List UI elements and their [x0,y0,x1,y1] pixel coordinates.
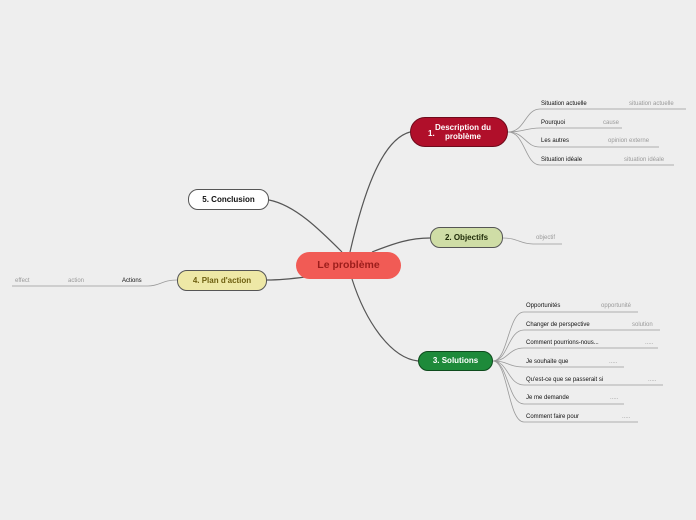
solutions-item-label[interactable]: Je souhaite que [526,359,569,365]
description-item-value[interactable]: situation idéale [624,157,665,163]
topic-solutions-label: 3. Solutions [432,356,479,366]
solutions-item-label[interactable]: Opportunités [526,303,561,309]
description-item-value[interactable]: situation actuelle [629,101,674,107]
solutions-item-label[interactable]: Qu'est-ce que se passerait si [526,377,604,383]
description-item-label[interactable]: Situation actuelle [541,101,587,107]
topic-conclusion[interactable]: 5. Conclusion [188,189,269,210]
description-item-label[interactable]: Les autres [541,138,570,144]
plan-item-label[interactable]: Actions [122,278,142,284]
solutions-item-value[interactable]: ..... [622,414,631,420]
description-item-value[interactable]: cause [603,120,620,126]
central-topic[interactable]: Le problème [296,252,401,279]
solutions-item-value[interactable]: solution [632,322,653,328]
topic-conclusion-label: 5. Conclusion [202,194,255,204]
description-item-label[interactable]: Situation idéale [541,157,583,163]
description-item-label[interactable]: Pourquoi [541,120,566,126]
topic-objectifs-label: 2. Objectifs [444,232,489,242]
topic-objectifs[interactable]: 2. Objectifs [430,227,503,248]
solutions-item-value[interactable]: ..... [645,340,654,346]
objectifs-item-value[interactable]: objectif [536,235,556,241]
solutions-item-value[interactable]: ..... [609,359,618,365]
central-topic-label: Le problème [317,259,380,272]
topic-plan-action-label: 4. Plan d'action [192,275,252,285]
topic-description-label: Description du problème [434,122,491,141]
plan-item-effect[interactable]: effect [15,278,30,284]
link-central-plan [266,276,306,281]
solutions-item-label[interactable]: Je me demande [526,395,570,401]
topic-description-number: 1. [428,129,435,138]
topic-plan-action[interactable]: 4. Plan d'action [177,270,267,291]
description-item-value[interactable]: opinion externe [608,138,650,144]
solutions-item-value[interactable]: opportunité [601,303,632,309]
plan-item-action[interactable]: action [68,278,85,284]
solutions-item-value[interactable]: ..... [610,395,619,401]
solutions-item-value[interactable]: ..... [648,377,657,383]
link-central-objectifs [371,237,431,253]
link-central-solutions [351,278,419,362]
topic-description[interactable]: 1. Description du problème [410,117,508,147]
solutions-item-label[interactable]: Comment faire pour [526,414,580,420]
solutions-item-label[interactable]: Comment pourrions-nous... [526,340,599,346]
solutions-item-label[interactable]: Changer de perspective [526,322,590,328]
topic-solutions[interactable]: 3. Solutions [418,351,493,371]
link-central-description [349,131,411,253]
link-central-conclusion [268,199,343,253]
